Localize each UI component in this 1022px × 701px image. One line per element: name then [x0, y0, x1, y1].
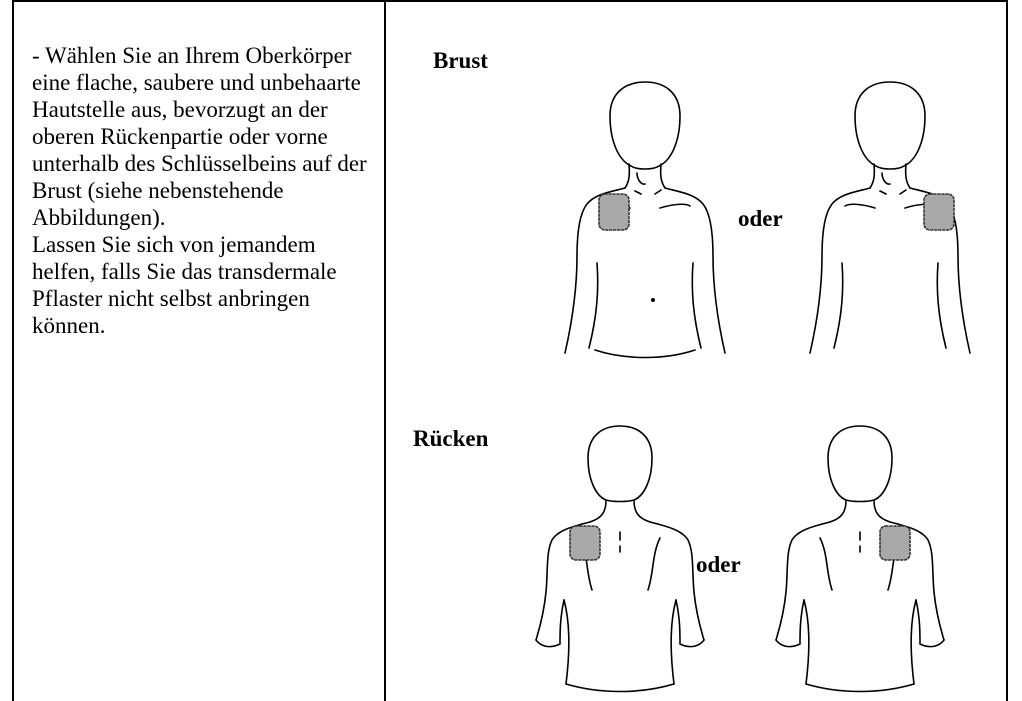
chest-figure-left	[555, 78, 735, 364]
scapula-left	[820, 538, 832, 590]
chest-line-right	[660, 204, 690, 208]
patch-marker	[570, 526, 600, 560]
neck-outline	[830, 500, 890, 522]
patch-marker	[924, 194, 954, 230]
instruction-text: - Wählen Sie an Ihrem Oberkörper eine fl…	[32, 42, 372, 339]
shoulder-left	[776, 522, 830, 640]
torso-bottom	[806, 684, 914, 692]
torso-bottom	[566, 684, 674, 692]
navel	[652, 299, 654, 301]
patch-marker	[599, 194, 629, 230]
torso-side-left	[804, 600, 809, 684]
collarbone-outline	[880, 173, 906, 194]
arm-left-inner	[589, 263, 598, 348]
arm-right-inner	[937, 263, 946, 348]
or-label-chest: oder	[738, 206, 783, 232]
torso-side-right	[671, 600, 676, 684]
back-label: Rücken	[413, 426, 488, 452]
head-outline	[588, 426, 652, 502]
chest-label: Brust	[433, 48, 488, 74]
head-outline	[828, 426, 892, 502]
patch-marker	[880, 526, 910, 560]
arm-left-inner	[834, 263, 843, 348]
head-outline	[855, 82, 925, 169]
torso-side-left	[564, 600, 569, 684]
chest-line-left	[845, 204, 875, 208]
arm-right-inner	[692, 263, 701, 348]
chest-figure-right	[800, 78, 980, 364]
shoulder-left	[810, 188, 870, 353]
shoulder-right	[650, 522, 704, 640]
back-figure-left	[530, 422, 710, 694]
scapula-right	[648, 538, 660, 590]
instruction-paragraph-1: - Wählen Sie an Ihrem Oberkörper eine fl…	[32, 42, 372, 231]
torso-side-right	[911, 600, 916, 684]
shoulder-right	[665, 188, 725, 353]
instruction-paragraph-2: Lassen Sie sich von jemandem helfen, fal…	[32, 231, 372, 339]
head-outline	[610, 82, 680, 169]
neck-outline	[590, 500, 650, 522]
back-figure-right	[770, 422, 950, 694]
torso-bottom	[595, 350, 695, 358]
collarbone-outline	[635, 173, 661, 194]
